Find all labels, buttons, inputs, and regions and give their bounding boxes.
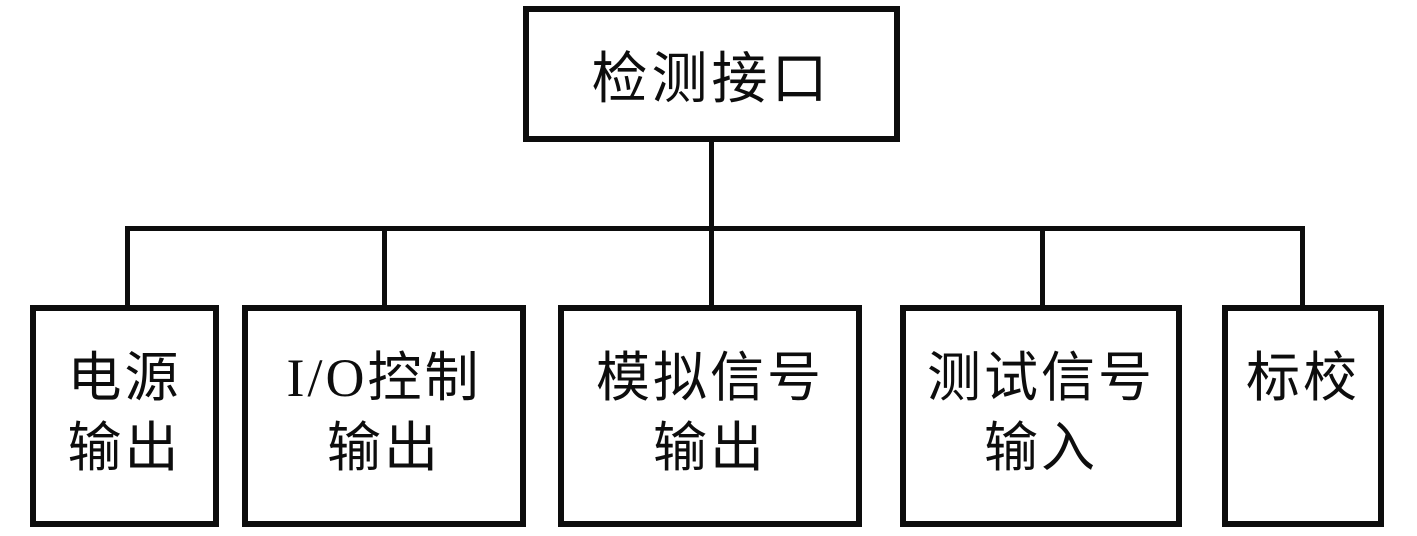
- node-io-control-output-line1: I/O控制: [286, 348, 482, 408]
- connector-drop-test-signal-input: [1040, 226, 1045, 305]
- node-analog-signal-output-line1: 模拟信号: [596, 348, 824, 408]
- node-calibration-line1: 标校: [1246, 348, 1360, 408]
- node-test-signal-input-line1: 测试信号: [927, 348, 1155, 408]
- connector-drop-power-output: [125, 226, 130, 305]
- node-calibration: 标校: [1222, 305, 1384, 527]
- node-test-signal-input: 测试信号 输入: [900, 305, 1182, 527]
- connector-drop-io-control-output: [382, 226, 387, 305]
- node-io-control-output: I/O控制 输出: [242, 305, 526, 527]
- node-power-output: 电源 输出: [30, 305, 219, 527]
- node-power-output-line1: 电源: [67, 348, 182, 408]
- connector-drop-calibration: [1300, 226, 1305, 305]
- connector-root-stem: [709, 140, 714, 305]
- node-test-signal-input-line2: 输入: [984, 418, 1098, 478]
- node-power-output-line2: 输出: [67, 418, 182, 478]
- node-analog-signal-output-line2: 输出: [653, 418, 767, 478]
- node-io-control-output-line2: 输出: [327, 418, 441, 478]
- node-detection-interface: 检测接口: [523, 6, 900, 142]
- node-detection-interface-label: 检测接口: [591, 48, 832, 111]
- connector-bus: [125, 226, 1305, 231]
- node-analog-signal-output: 模拟信号 输出: [558, 305, 862, 527]
